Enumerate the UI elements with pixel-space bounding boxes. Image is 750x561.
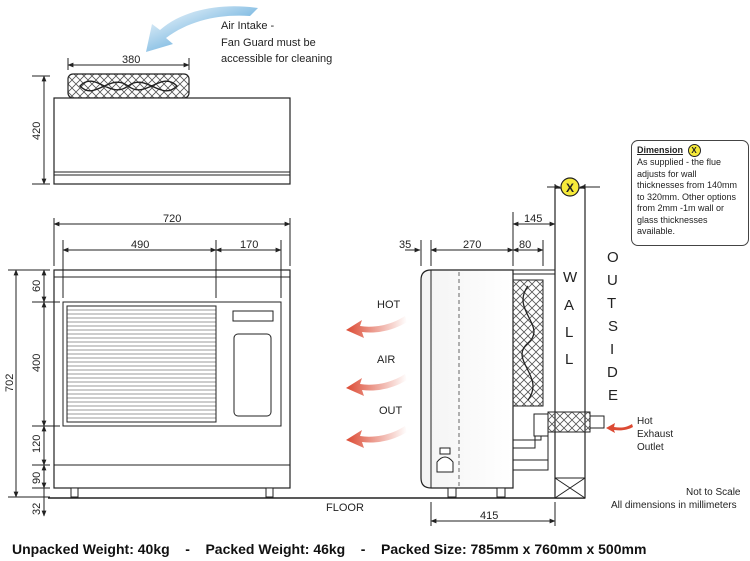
dim-front-h400: 400 bbox=[31, 354, 43, 372]
air-intake-label-3: accessible for cleaning bbox=[221, 53, 332, 65]
hot-label: HOT bbox=[377, 299, 401, 311]
wall-letter-3: L bbox=[565, 324, 573, 341]
dim-top-width: 380 bbox=[122, 54, 140, 66]
dim-front-width: 720 bbox=[163, 213, 181, 225]
hot-exhaust-1: Hot bbox=[637, 416, 653, 427]
dim-side-80: 80 bbox=[519, 239, 531, 251]
out-label: OUT bbox=[379, 405, 403, 417]
outside-letter-4: S bbox=[608, 318, 618, 335]
air-intake-label-2: Fan Guard must be bbox=[221, 37, 316, 49]
side-view: HOT AIR OUT Hot Exhaust Outlet bbox=[346, 177, 673, 526]
dim-side-270: 270 bbox=[463, 239, 481, 251]
outside-letter-1: O bbox=[607, 249, 619, 266]
dimension-note-x-badge: X bbox=[687, 144, 701, 157]
dim-side-145: 145 bbox=[524, 213, 542, 225]
dim-side-415: 415 bbox=[480, 510, 498, 522]
dim-top-height: 420 bbox=[31, 122, 43, 140]
control-window bbox=[232, 310, 274, 322]
dimension-note-title: Dimension bbox=[637, 144, 684, 155]
outside-letter-7: E bbox=[608, 387, 618, 404]
top-view: 380 420 Air Intake - Fan Guard must be a… bbox=[31, 6, 332, 185]
wall-letter-4: L bbox=[565, 351, 573, 368]
hot-air-arrow-2 bbox=[346, 374, 407, 396]
dim-front-left: 490 bbox=[131, 239, 149, 251]
hot-exhaust-2: Exhaust bbox=[637, 429, 673, 440]
side-fan-icon bbox=[521, 285, 535, 401]
dim-side-35: 35 bbox=[399, 239, 411, 251]
hot-air-arrow-1 bbox=[346, 316, 407, 338]
dim-front-total-height: 702 bbox=[4, 374, 16, 392]
dim-front-h120: 120 bbox=[31, 435, 43, 453]
front-louver bbox=[66, 305, 217, 423]
outside-letter-5: I bbox=[610, 341, 614, 358]
dim-front-h32: 32 bbox=[31, 503, 43, 515]
hot-air-arrow-3 bbox=[346, 426, 407, 448]
air-label: AIR bbox=[377, 354, 395, 366]
outside-letter-6: D bbox=[607, 364, 618, 381]
weights-footer: Unpacked Weight: 40kg - Packed Weight: 4… bbox=[12, 541, 647, 557]
control-panel bbox=[233, 333, 272, 417]
wall-letter-1: W bbox=[563, 269, 578, 286]
foot-left bbox=[70, 487, 79, 498]
dim-front-right: 170 bbox=[240, 239, 258, 251]
dimension-note-body: As supplied - the flue adjusts for wall … bbox=[637, 157, 738, 236]
all-dimensions-note: All dimensions in millimeters bbox=[611, 500, 737, 511]
top-body bbox=[53, 97, 291, 185]
hot-exhaust-3: Outlet bbox=[637, 442, 664, 453]
floor-label: FLOOR bbox=[326, 502, 364, 514]
top-fan-icon bbox=[79, 80, 178, 92]
outside-letter-3: T bbox=[607, 295, 616, 312]
flue-pipe bbox=[547, 411, 591, 433]
front-view: 720 490 170 702 60 400 120 90 32 bbox=[4, 213, 291, 517]
dim-front-h90: 90 bbox=[31, 472, 43, 484]
x-marker-circle bbox=[560, 177, 580, 197]
outside-letter-2: U bbox=[607, 272, 618, 289]
x-marker-label: X bbox=[566, 181, 574, 195]
wall bbox=[554, 187, 586, 499]
not-to-scale: Not to Scale bbox=[686, 487, 741, 498]
side-body bbox=[420, 269, 514, 489]
hot-exhaust-arrow bbox=[606, 423, 633, 433]
air-intake-label-1: Air Intake - bbox=[221, 20, 275, 32]
dimension-note-box: Dimension X As supplied - the flue adjus… bbox=[631, 140, 749, 246]
wall-letter-2: A bbox=[564, 297, 574, 314]
dim-front-h60: 60 bbox=[31, 280, 43, 292]
foot-right bbox=[265, 487, 274, 498]
air-intake-arrow bbox=[146, 6, 258, 53]
drip-icon bbox=[436, 456, 454, 473]
